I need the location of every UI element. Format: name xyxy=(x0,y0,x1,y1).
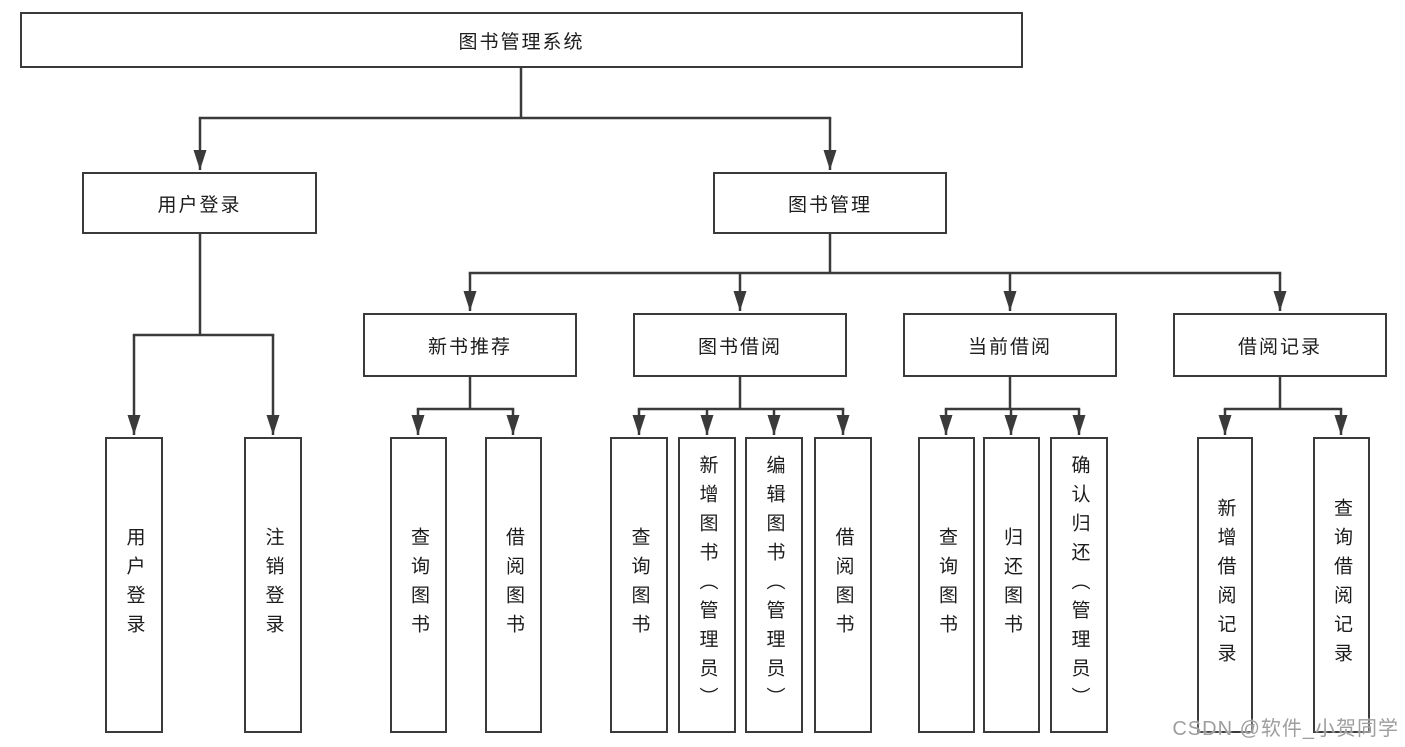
node-label: 查询借阅记录 xyxy=(1331,498,1352,672)
node-label: 当前借阅 xyxy=(967,336,1052,358)
node-label: 归还图书 xyxy=(1001,527,1022,643)
leaf-query-books: 查询图书 xyxy=(610,437,668,733)
node-label: 新书推荐 xyxy=(427,336,512,358)
leaf-query-borrow-record: 查询借阅记录 xyxy=(1313,437,1370,733)
node-borrowing-records: 借阅记录 xyxy=(1173,313,1387,377)
node-label: 查询图书 xyxy=(936,527,957,643)
leaf-query-books: 查询图书 xyxy=(390,437,447,733)
leaf-query-books: 查询图书 xyxy=(918,437,975,733)
leaf-confirm-return-admin: 确认归还（管理员） xyxy=(1050,437,1108,733)
watermark-text: CSDN @软件_小贺同学 xyxy=(1172,718,1399,740)
node-user-login: 用户登录 xyxy=(82,172,317,234)
node-label: 新增图书（管理员） xyxy=(696,454,718,716)
node-book-borrowing: 图书借阅 xyxy=(633,313,847,377)
node-label: 借阅图书 xyxy=(832,527,854,643)
node-current-borrowing: 当前借阅 xyxy=(903,313,1117,377)
node-label: 图书管理系统 xyxy=(458,31,585,53)
node-root: 图书管理系统 xyxy=(20,12,1023,68)
node-label: 查询图书 xyxy=(408,527,429,643)
leaf-edit-books-admin: 编辑图书（管理员） xyxy=(745,437,803,733)
node-label: 注销登录 xyxy=(262,527,284,643)
leaf-add-borrow-record: 新增借阅记录 xyxy=(1197,437,1253,733)
node-label: 图书借阅 xyxy=(697,336,782,358)
node-label: 新增借阅记录 xyxy=(1214,498,1236,672)
node-new-book-recommendation: 新书推荐 xyxy=(363,313,577,377)
node-label: 用户登录 xyxy=(157,194,242,216)
node-label: 用户登录 xyxy=(123,527,145,643)
node-book-management: 图书管理 xyxy=(713,172,947,234)
node-label: 借阅记录 xyxy=(1237,336,1322,358)
leaf-logout-login: 注销登录 xyxy=(244,437,302,733)
leaf-add-books-admin: 新增图书（管理员） xyxy=(678,437,736,733)
leaf-borrow-books: 借阅图书 xyxy=(814,437,872,733)
leaf-user-login: 用户登录 xyxy=(105,437,163,733)
node-label: 图书管理 xyxy=(787,194,872,216)
leaf-borrow-books: 借阅图书 xyxy=(485,437,542,733)
node-label: 查询图书 xyxy=(628,527,650,643)
node-label: 借阅图书 xyxy=(503,527,524,643)
node-label: 确认归还（管理员） xyxy=(1068,454,1090,716)
node-label: 编辑图书（管理员） xyxy=(763,454,785,716)
leaf-return-books: 归还图书 xyxy=(983,437,1040,733)
